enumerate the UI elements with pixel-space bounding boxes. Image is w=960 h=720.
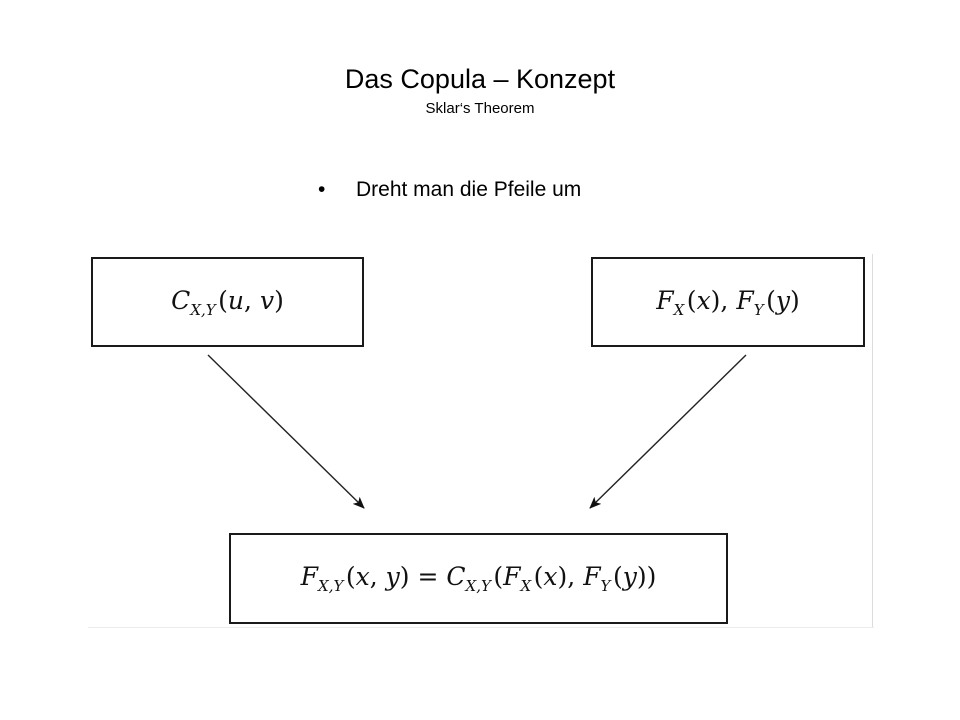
arrows-layer — [207, 354, 747, 509]
arrow-right-to-bottom — [589, 354, 747, 509]
copula-box: CX,Y (u, v) — [91, 257, 364, 347]
bullet-item: • Dreht man die Pfeile um — [318, 176, 581, 204]
marginals-box: FX (x), FY (y) — [591, 257, 865, 347]
figure-right-edge — [872, 254, 873, 628]
figure-bottom-edge — [88, 627, 874, 628]
marginals-formula: FX (x), FY (y) — [656, 285, 800, 319]
slide-title: Das Copula – Konzept — [344, 64, 616, 94]
joint-distribution-box: FX,Y (x, y) = CX,Y (FX (x), FY (y)) — [229, 533, 728, 624]
copula-formula: CX,Y (u, v) — [171, 285, 284, 319]
copula-diagram: CX,Y (u, v) FX (x), FY (y) FX,Y (x, y) =… — [88, 254, 874, 628]
bullet-marker: • — [318, 178, 326, 201]
sklar-formula: FX,Y (x, y) = CX,Y (FX (x), FY (y)) — [300, 562, 657, 595]
arrow-left-to-bottom — [207, 354, 365, 509]
slide-subtitle: Sklar‘s Theorem — [425, 100, 535, 117]
bullet-text: Dreht man die Pfeile um — [356, 178, 582, 201]
